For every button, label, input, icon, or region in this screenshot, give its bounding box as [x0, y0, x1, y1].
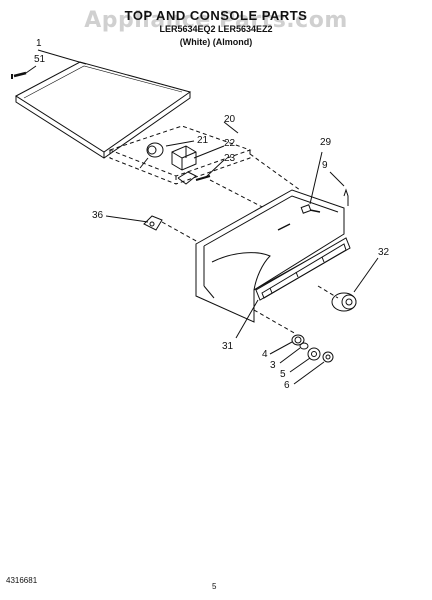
hinge-clip-36 — [143, 215, 163, 231]
part-number: 4316681 — [6, 576, 38, 585]
callout-29: 29 — [320, 137, 332, 148]
callout-20: 20 — [224, 114, 236, 125]
callout-9: 9 — [322, 160, 328, 171]
page-number: 5 — [212, 582, 217, 591]
callout-1: 1 — [36, 38, 42, 49]
cap-6 — [322, 351, 334, 363]
washer-3 — [299, 342, 309, 350]
knob-5 — [307, 347, 321, 361]
screw-51 — [11, 71, 27, 79]
callout-5: 5 — [280, 369, 286, 380]
diagram-title: TOP AND CONSOLE PARTS — [124, 8, 308, 23]
switch-assembly-outline — [108, 125, 252, 185]
clip-29 — [300, 204, 321, 214]
model-numbers: LER5634EQ2 LER5634EZ2 — [159, 24, 273, 34]
spring-4 — [291, 334, 305, 346]
callout-36: 36 — [92, 210, 104, 221]
color-variants: (White) (Almond) — [179, 37, 253, 47]
knob-32 — [331, 292, 357, 312]
callout-51: 51 — [34, 54, 46, 65]
console-panel — [195, 189, 351, 323]
callout-22: 22 — [224, 138, 236, 149]
callout-4: 4 — [262, 349, 268, 360]
callout-23: 23 — [224, 153, 236, 164]
bracket-9 — [343, 188, 349, 206]
callout-21: 21 — [197, 135, 209, 146]
part-22-switch — [171, 145, 197, 171]
top-panel — [15, 61, 192, 159]
callout-3: 3 — [270, 360, 276, 371]
callout-31: 31 — [222, 341, 234, 352]
part-23-bracket — [177, 171, 211, 185]
callout-6: 6 — [284, 380, 290, 391]
callout-32: 32 — [378, 247, 390, 258]
part-21-knob-stem — [139, 142, 164, 169]
